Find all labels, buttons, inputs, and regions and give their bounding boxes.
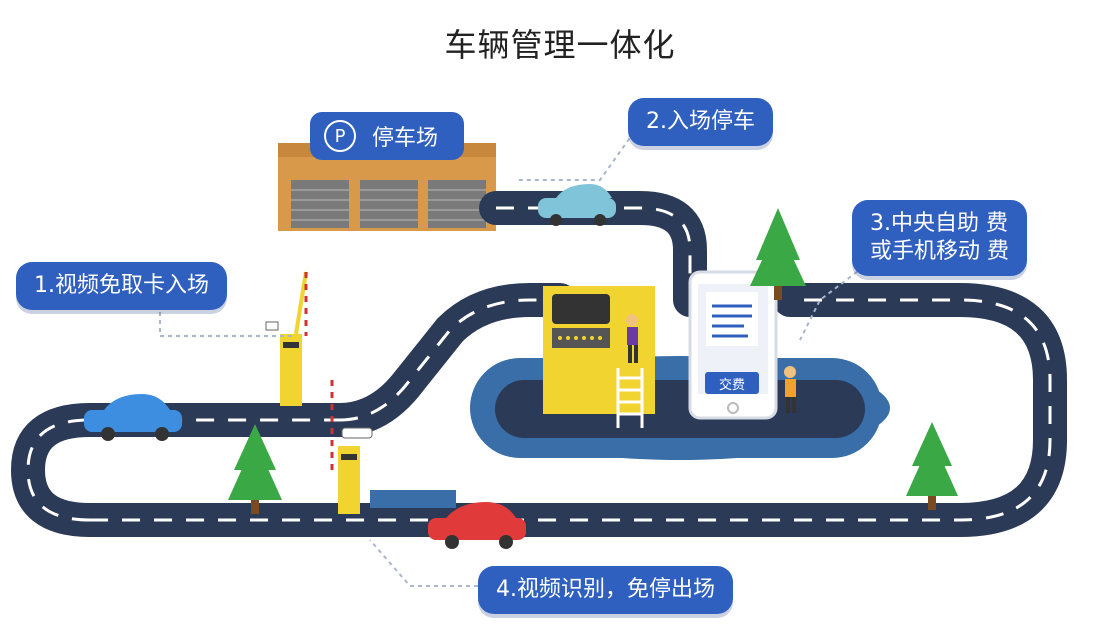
- tree: [228, 208, 958, 514]
- car-entering: [84, 394, 182, 441]
- pay-button[interactable]: 交费: [705, 372, 759, 394]
- step1-label: 1.视频免取卡入场: [16, 262, 227, 310]
- parking-text: 停车场: [372, 126, 439, 151]
- car-exiting: [428, 502, 526, 549]
- step3-text-line2: 或手机移动 费: [870, 239, 1009, 264]
- curb-barrier: [370, 490, 456, 508]
- page-title: 车辆管理一体化: [444, 26, 676, 64]
- step3-label: 3.中央自助 费 或手机移动 费: [852, 200, 1027, 276]
- entry-gate: [265, 271, 308, 406]
- step4-label: 4.视频识别，免停出场: [478, 566, 733, 614]
- car-parking: [538, 184, 616, 226]
- parking-p-icon: P: [324, 120, 356, 152]
- step2-text: 2.入场停车: [646, 109, 755, 134]
- step3-text-line1: 3.中央自助 费: [870, 211, 1008, 236]
- parking-label: P 停车场: [310, 112, 464, 160]
- step4-text: 4.视频识别，免停出场: [496, 577, 715, 602]
- payment-kiosk: [543, 286, 655, 428]
- step1-text: 1.视频免取卡入场: [34, 273, 209, 298]
- step2-label: 2.入场停车: [628, 98, 773, 146]
- exit-gate: [330, 380, 373, 514]
